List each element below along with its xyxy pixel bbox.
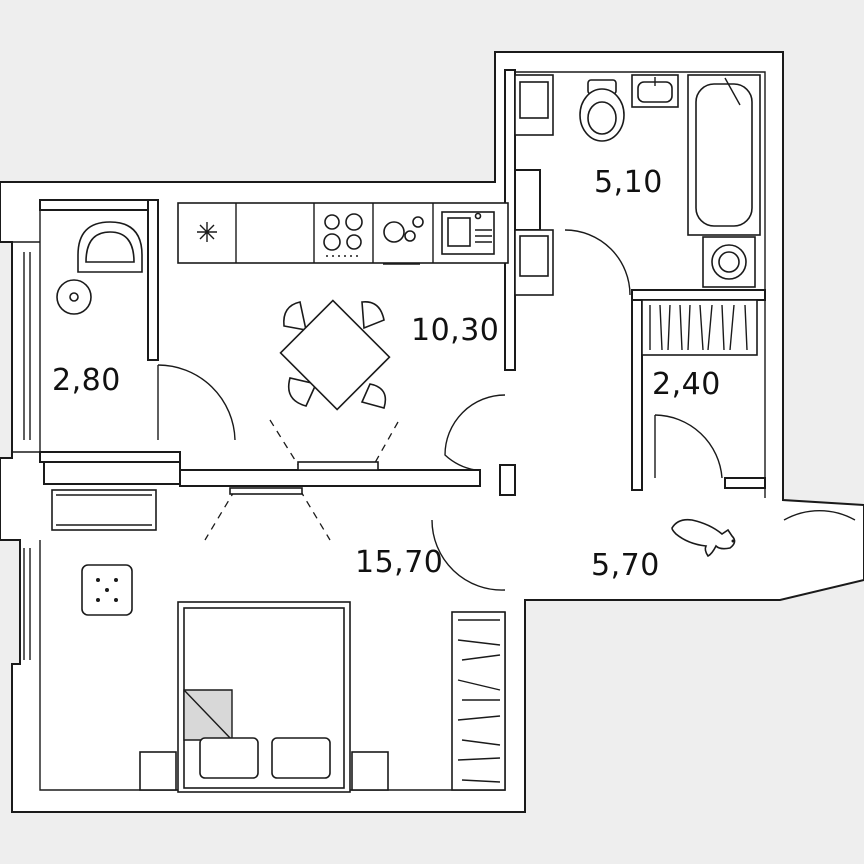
room-area-bathroom: 5,10 — [594, 165, 663, 200]
room-area-hallway: 5,70 — [591, 548, 660, 583]
round-table-icon — [56, 279, 92, 315]
bathroom-fixtures — [579, 74, 761, 288]
toilet-icon — [579, 79, 625, 142]
snowflake-icon — [197, 222, 217, 242]
dining-table-icon — [279, 299, 391, 411]
room-area-living-room: 15,70 — [355, 545, 444, 580]
cat-icon — [671, 518, 736, 558]
stove-icon — [323, 213, 363, 257]
tall-cabinet — [514, 74, 554, 296]
washing-machine-icon — [702, 236, 756, 288]
room-area-balcony: 2,80 — [52, 363, 121, 398]
partition-dashes — [204, 419, 399, 541]
interior-walls — [39, 69, 766, 496]
storage-shelving — [641, 299, 758, 356]
room-area-storage: 2,40 — [652, 367, 721, 402]
door-swings — [157, 229, 856, 591]
washbasin-icon — [631, 74, 679, 108]
speaker-icon — [81, 564, 133, 616]
wardrobe — [451, 611, 506, 791]
microwave-icon — [383, 216, 424, 265]
bed-icon — [177, 601, 351, 793]
living-room-furniture — [51, 489, 389, 793]
kitchen-counter — [177, 202, 509, 265]
room-area-kitchen: 10,30 — [411, 313, 500, 348]
sink-icon — [441, 211, 495, 255]
balcony-furniture — [56, 221, 143, 315]
armchair-icon — [77, 221, 143, 273]
bathtub-icon — [687, 74, 761, 236]
